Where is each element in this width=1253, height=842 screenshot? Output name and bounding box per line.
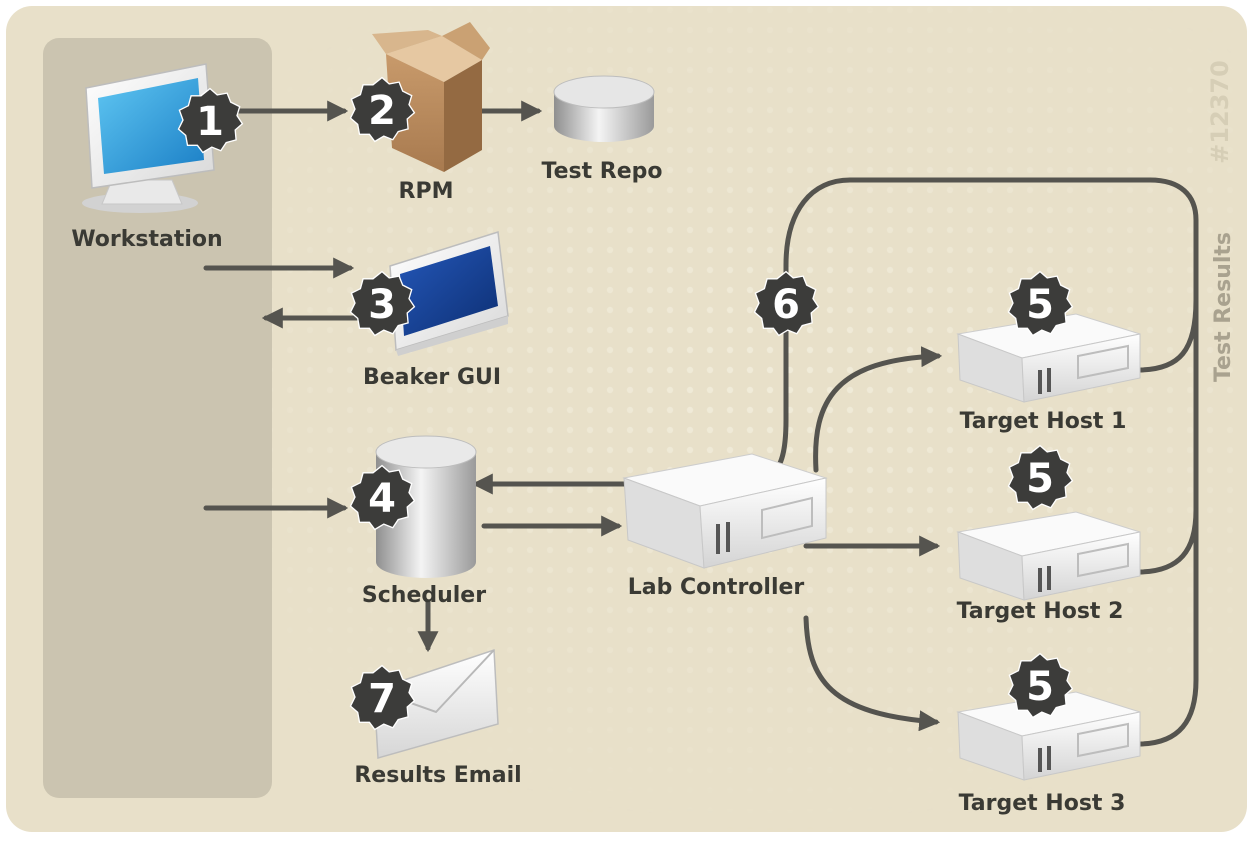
step-badge-5-host3: 5 (1007, 652, 1074, 719)
workstation-label: Workstation (71, 227, 222, 252)
watermark-text: #12370 (1206, 60, 1234, 164)
step-badge-1-number: 1 (196, 99, 224, 145)
test-repo-disk-icon (553, 75, 655, 142)
beaker-gui-monitor-icon (389, 231, 509, 356)
test-repo-label: Test Repo (542, 159, 663, 184)
results-path-host1 (767, 177, 1199, 477)
step-badge-6: 6 (753, 270, 820, 337)
step-badge-4: 4 (349, 464, 416, 531)
rpm-label: RPM (399, 179, 454, 204)
target-host-3-label: Target Host 3 (959, 791, 1126, 816)
test-results-label: Test Results (1211, 232, 1236, 382)
step-badge-2: 2 (349, 76, 416, 143)
step-badge-5-host3-number: 5 (1026, 664, 1054, 710)
step-badge-3-number: 3 (368, 282, 396, 328)
results-email-envelope-icon (373, 648, 499, 759)
step-badge-1: 1 (177, 87, 244, 154)
step-badge-2-number: 2 (368, 88, 396, 134)
target-host-1-label: Target Host 1 (960, 409, 1127, 434)
step-badge-6-number: 6 (772, 282, 800, 328)
scheduler-label: Scheduler (362, 583, 486, 608)
arrow-lab-to-host3 (803, 615, 941, 732)
step-badge-7: 7 (349, 664, 416, 731)
lab-controller-label: Lab Controller (628, 575, 805, 600)
results-path-host3 (1135, 507, 1199, 747)
flow-arrows (203, 100, 1199, 747)
step-badge-7-number: 7 (368, 676, 396, 722)
workstation-panel (43, 38, 272, 798)
lab-controller-server-icon (622, 453, 828, 569)
results-email-label: Results Email (354, 763, 521, 788)
step-badge-5-host1-number: 5 (1026, 282, 1054, 328)
target-host-2-label: Target Host 2 (957, 599, 1124, 624)
workstation-monitor-icon (82, 63, 215, 213)
step-badge-4-number: 4 (368, 476, 396, 522)
arrow-lab-to-host1 (813, 346, 943, 473)
step-badge-5-host2-number: 5 (1026, 456, 1054, 502)
step-badge-5-host1: 5 (1007, 270, 1074, 337)
beaker-gui-label: Beaker GUI (363, 365, 501, 390)
step-badge-3: 3 (349, 270, 416, 337)
target-host-2-server-icon (956, 511, 1141, 601)
step-badge-5-host2: 5 (1007, 444, 1074, 511)
